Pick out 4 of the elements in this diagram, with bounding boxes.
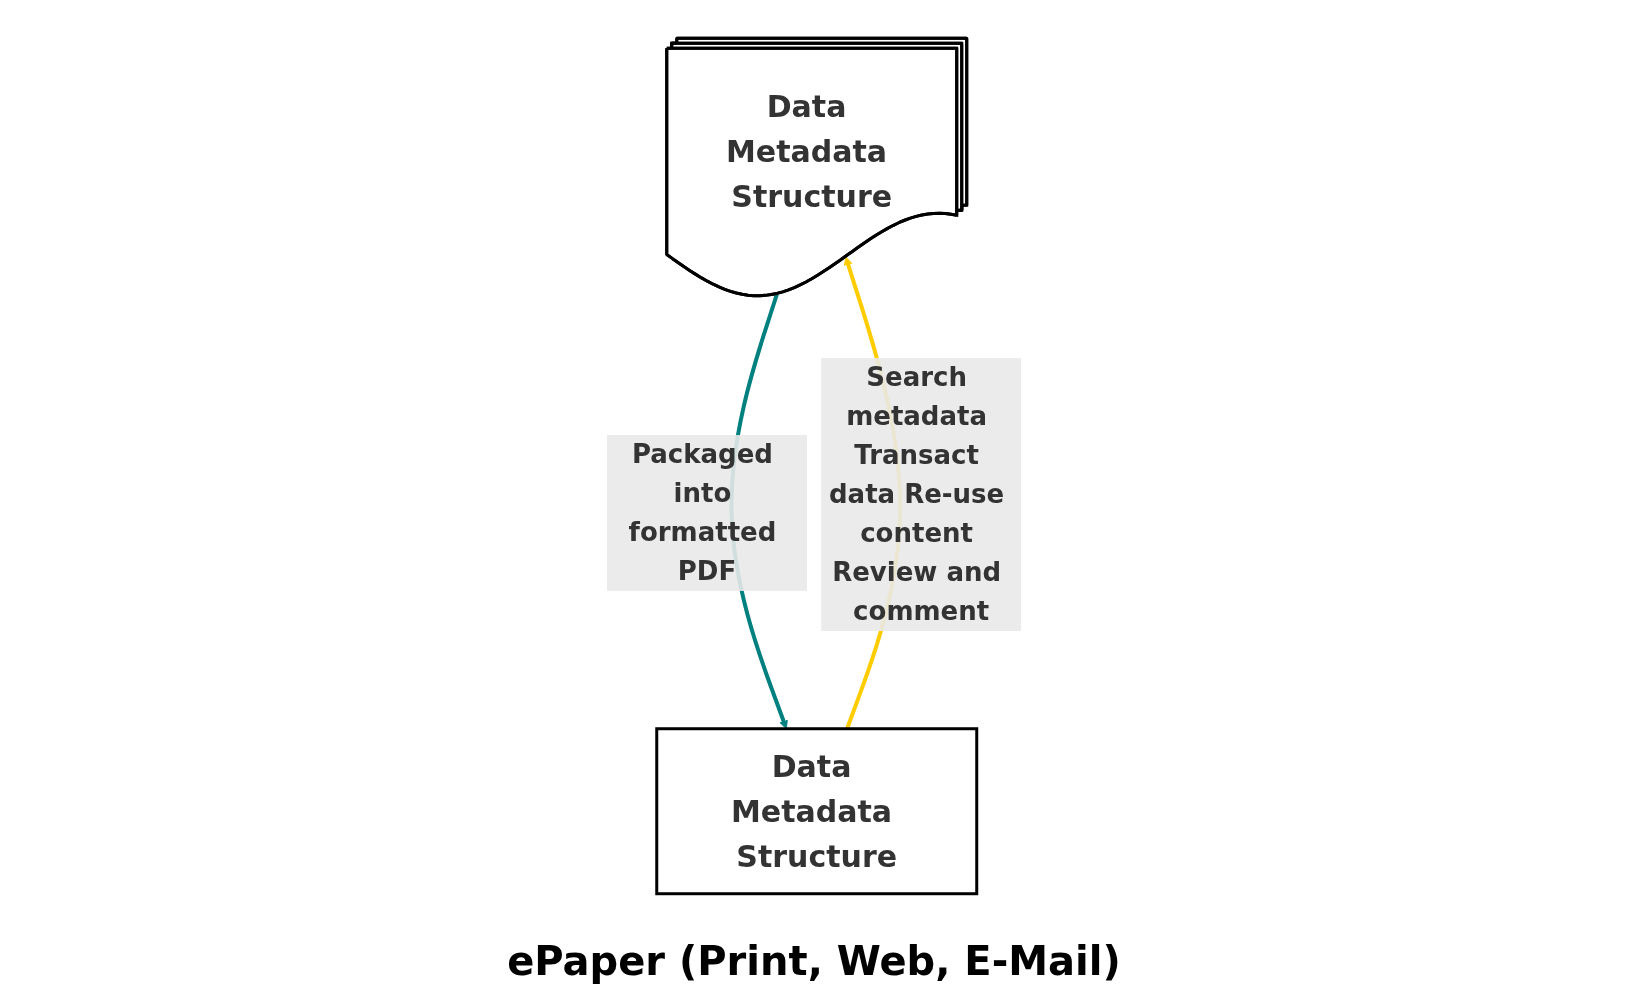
edge-label: Packaged into formatted PDF (628, 438, 777, 586)
node-box: Data Metadata Structure (655, 727, 979, 896)
edge-label: Search metadata Transact data Re-use content Review and comment (828, 362, 1005, 627)
node-caption: ePaper (Print, Web, E-Mail) (507, 938, 1121, 984)
